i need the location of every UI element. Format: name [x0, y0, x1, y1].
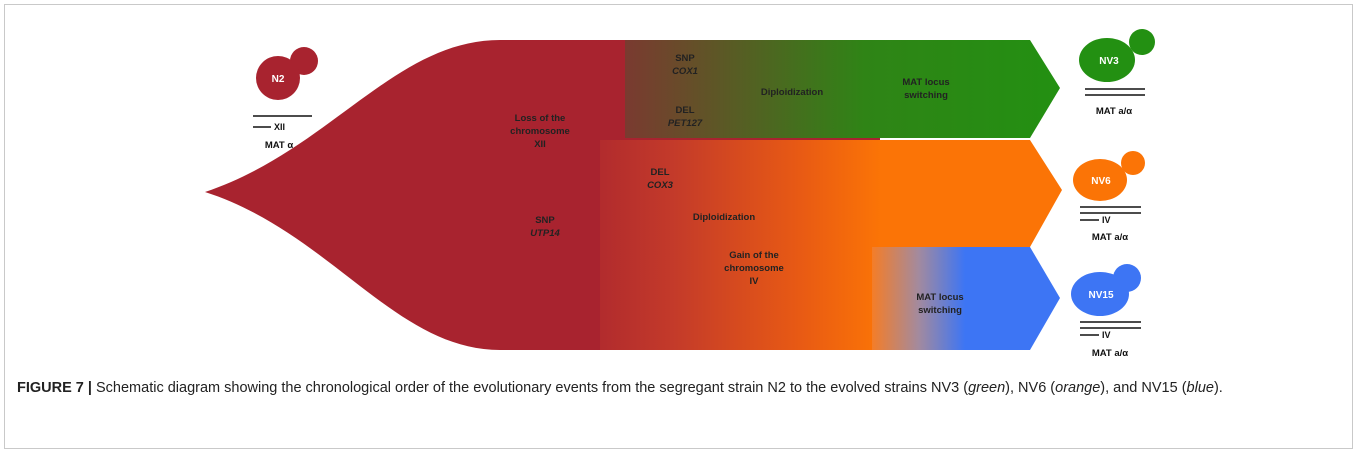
nv15-chromosome-label: IV	[1102, 330, 1111, 340]
strain-nv6: NV6 IV MAT a/α	[1073, 151, 1145, 243]
event-diploidization-orange: Diploidization	[693, 212, 755, 223]
caption-orange: orange	[1055, 380, 1101, 396]
n2-label: N2	[272, 74, 285, 85]
event-del-cox3-gene: COX3	[647, 180, 674, 191]
evolution-diagram: Loss of the chromosome XII SNP UTP14 SNP…	[205, 29, 1155, 359]
nv6-label: NV6	[1091, 176, 1111, 187]
caption-text-2: ), NV6 (	[1005, 380, 1056, 396]
nv3-label: NV3	[1099, 56, 1119, 67]
event-mat-switching-green-line2: switching	[904, 90, 948, 101]
orange-branch-shape	[600, 140, 1062, 350]
event-mat-switching-green-line1: MAT locus	[902, 77, 949, 88]
nv15-mat-label: MAT a/α	[1092, 348, 1128, 359]
event-del-cox3-line1: DEL	[651, 167, 670, 178]
green-branch-shape	[625, 40, 1060, 138]
nv15-label: NV15	[1088, 290, 1113, 301]
event-snp-cox1-gene: COX1	[672, 66, 698, 77]
n2-chromosome-label: XII	[274, 122, 285, 132]
event-snp-utp14-line1: SNP	[535, 215, 555, 226]
event-gain-line3: IV	[750, 276, 760, 287]
event-del-pet127-line1: DEL	[676, 105, 695, 116]
strain-nv15: NV15 IV MAT a/α	[1071, 264, 1141, 359]
strain-nv3: NV3 MAT a/α	[1079, 29, 1155, 117]
event-mat-switching-blue-line2: switching	[918, 305, 962, 316]
nv3-mat-label: MAT a/α	[1096, 106, 1132, 117]
event-snp-cox1-line1: SNP	[675, 53, 695, 64]
event-gain-line1: Gain of the	[729, 250, 779, 261]
event-loss-line3: XII	[534, 139, 546, 150]
n2-mat-label: MAT α	[265, 140, 294, 151]
nv6-bud-icon	[1121, 151, 1145, 175]
nv3-bud-icon	[1129, 29, 1155, 55]
event-loss-line2: chromosome	[510, 126, 570, 137]
event-del-pet127-gene: PET127	[668, 118, 703, 129]
blue-branch-shape	[872, 247, 1060, 350]
caption-text-4: ).	[1213, 380, 1223, 396]
caption-figure-label: FIGURE 7 |	[17, 380, 92, 396]
nv3-cell-icon	[1079, 38, 1135, 82]
caption-text-3: ), and NV15 (	[1100, 380, 1187, 396]
event-mat-switching-blue-line1: MAT locus	[916, 292, 963, 303]
strain-n2: N2 XII MAT α	[253, 47, 318, 151]
figure-caption: FIGURE 7 | Schematic diagram showing the…	[17, 377, 1337, 399]
nv6-mat-label: MAT a/α	[1092, 232, 1128, 243]
event-snp-utp14-gene: UTP14	[530, 228, 560, 239]
figure-frame	[4, 4, 1353, 449]
nv6-cell-icon	[1073, 159, 1127, 201]
nv15-cell-icon	[1071, 272, 1129, 316]
event-diploidization-green: Diploidization	[761, 87, 823, 98]
n2-cell-icon	[256, 56, 300, 100]
caption-green: green	[968, 380, 1006, 396]
nv6-chromosome-label: IV	[1102, 215, 1111, 225]
event-loss-line1: Loss of the	[515, 113, 566, 124]
caption-blue: blue	[1186, 380, 1214, 396]
caption-text-1: Schematic diagram showing the chronologi…	[91, 380, 969, 396]
event-gain-line2: chromosome	[724, 263, 784, 274]
